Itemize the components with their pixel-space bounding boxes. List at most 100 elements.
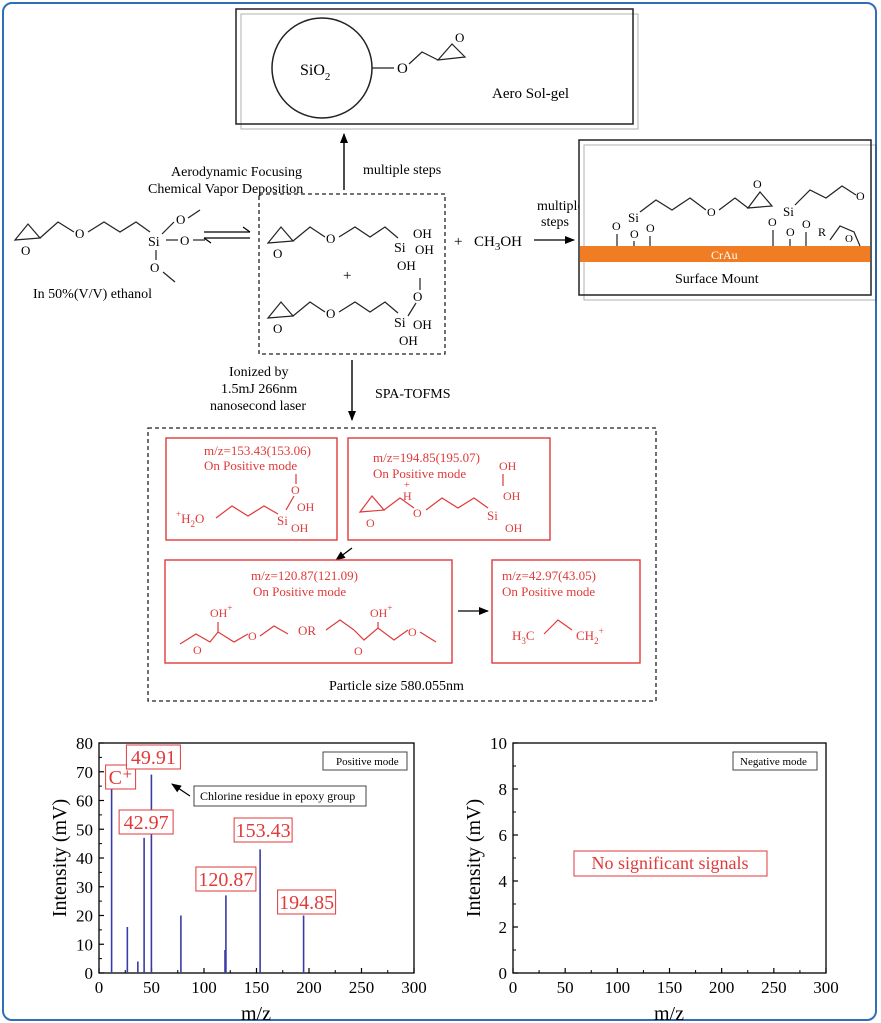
chart2-legend-text: Negative mode <box>740 756 807 768</box>
chart1-peak-label-box <box>277 889 337 915</box>
focusing-line2: Chemical Vapor Deposition <box>148 182 303 197</box>
chart1-xtick-label: 150 <box>244 978 270 997</box>
svg-text:O: O <box>326 306 335 321</box>
svg-text:m/z=194.85(195.07): m/z=194.85(195.07) <box>373 450 480 465</box>
silanol-diol: O O Si O OH OH <box>266 278 432 348</box>
reactant-molecule: O O Si O O O <box>13 209 205 283</box>
multiple-steps-right-line1: multiple <box>537 199 584 214</box>
svg-text:OH: OH <box>413 226 432 241</box>
svg-text:On Positive mode: On Positive mode <box>253 584 346 599</box>
chart2-xtick-label: 50 <box>557 978 574 997</box>
chart2-xtick-label: 100 <box>605 978 631 997</box>
svg-text:Si: Si <box>628 210 639 225</box>
svg-text:On Positive mode: On Positive mode <box>502 584 595 599</box>
chart1-peak-label: 194.85 <box>279 892 334 914</box>
chart1-xtick-label: 200 <box>296 978 322 997</box>
svg-text:On Positive mode: On Positive mode <box>373 466 466 481</box>
chart2-xtick-label: 250 <box>761 978 787 997</box>
chart2-xtick-label: 150 <box>657 978 683 997</box>
no-signal-text: No significant signals <box>592 853 749 873</box>
svg-text:O: O <box>193 643 202 657</box>
svg-text:Si: Si <box>277 513 288 528</box>
methanol-label: CH3OH <box>474 234 522 253</box>
svg-text:On Positive mode: On Positive mode <box>204 458 297 473</box>
chart2-xtick-label: 0 <box>509 978 518 997</box>
chart2-ytick-label: 8 <box>499 780 508 799</box>
chart1-ytick-label: 40 <box>76 849 93 868</box>
chart1-plot-area <box>98 742 415 974</box>
chlorine-callout-text: Chlorine residue in epoxy group <box>200 789 355 803</box>
surface-mount-label: Surface Mount <box>675 272 759 287</box>
svg-text:OH: OH <box>397 258 416 273</box>
svg-text:O: O <box>354 644 363 658</box>
plus-between: + <box>343 268 351 284</box>
multiple-steps-up-label: multiple steps <box>363 163 441 178</box>
fragments-box <box>147 427 657 702</box>
surface-mount-box: CrAu Si O O O O O Si O O O O R O Surface… <box>578 139 877 301</box>
chart1-ytick-label: 50 <box>76 820 93 839</box>
svg-text:Si: Si <box>148 235 160 250</box>
chart2-ylabel: Intensity (mV) <box>463 799 485 917</box>
crau-substrate <box>580 246 870 262</box>
svg-text:O: O <box>646 221 655 235</box>
svg-text:H: H <box>403 489 412 503</box>
chart1-peak-label: 49.91 <box>131 747 176 769</box>
svg-text:H3C: H3C <box>512 628 535 646</box>
chart2-xlabel: m/z <box>654 1003 684 1023</box>
chart2-ytick-label: 6 <box>499 826 508 845</box>
intermediate-box <box>258 193 446 355</box>
linker-oxygen: O <box>397 61 408 77</box>
chart1-ytick-label: 30 <box>76 878 93 897</box>
chart2-ytick-label: 4 <box>499 872 508 891</box>
chart2-xtick-label: 200 <box>709 978 735 997</box>
svg-text:O: O <box>768 215 777 229</box>
svg-text:+: + <box>404 480 410 491</box>
svg-text:+H2O: +H2O <box>176 509 204 529</box>
no-signal-box <box>573 850 768 877</box>
svg-text:O: O <box>366 516 375 530</box>
fragment-153: m/z=153.43(153.06) On Positive mode +H2O… <box>165 437 338 541</box>
chart1-peak-label-box <box>118 809 174 835</box>
svg-text:m/z=42.97(43.05): m/z=42.97(43.05) <box>502 568 596 583</box>
chart1-peak-label-box <box>195 866 257 892</box>
aero-sol-gel-label: Aero Sol-gel <box>492 86 569 102</box>
chart1-xtick-label: 100 <box>191 978 217 997</box>
svg-text:O: O <box>455 30 464 45</box>
chart1-ytick-label: 80 <box>76 734 93 753</box>
chart1-peak-label: 42.97 <box>124 812 169 834</box>
chart2-ytick-label: 0 <box>499 964 508 983</box>
svg-text:OH: OH <box>499 459 517 473</box>
svg-text:O: O <box>248 629 257 643</box>
chart1-ytick-label: 10 <box>76 935 93 954</box>
chart1-peak-label: C⁺ <box>109 767 133 789</box>
svg-text:Si: Si <box>394 316 406 331</box>
svg-text:OH: OH <box>413 317 432 332</box>
plus-methanol: + <box>454 234 462 250</box>
svg-text:OH+: OH+ <box>370 603 392 620</box>
svg-text:m/z=120.87(121.09): m/z=120.87(121.09) <box>251 568 358 583</box>
chart1-ytick-label: 20 <box>76 907 93 926</box>
svg-text:O: O <box>413 289 422 304</box>
svg-text:OH: OH <box>291 521 309 535</box>
svg-text:O: O <box>612 219 621 233</box>
chart1-ytick-label: 0 <box>85 964 94 983</box>
svg-text:O: O <box>180 233 189 248</box>
svg-text:OR: OR <box>298 623 316 638</box>
svg-text:OH+: OH+ <box>210 603 232 620</box>
chart2-legend <box>732 751 818 771</box>
svg-text:O: O <box>273 246 282 261</box>
ionized-line1: Ionized by <box>229 365 288 380</box>
svg-text:O: O <box>802 217 811 231</box>
chart1-xtick-label: 50 <box>143 978 160 997</box>
svg-text:O: O <box>856 189 865 203</box>
multiple-steps-right-line2: steps <box>541 215 569 230</box>
chlorine-callout-box <box>193 785 367 807</box>
svg-text:CH2+: CH2+ <box>576 626 604 646</box>
ionized-line2: 1.5mJ 266nm <box>221 382 297 397</box>
crau-label: CrAu <box>711 248 738 262</box>
chart1-peak-label: 120.87 <box>198 869 253 891</box>
svg-text:m/z=153.43(153.06): m/z=153.43(153.06) <box>204 443 311 458</box>
